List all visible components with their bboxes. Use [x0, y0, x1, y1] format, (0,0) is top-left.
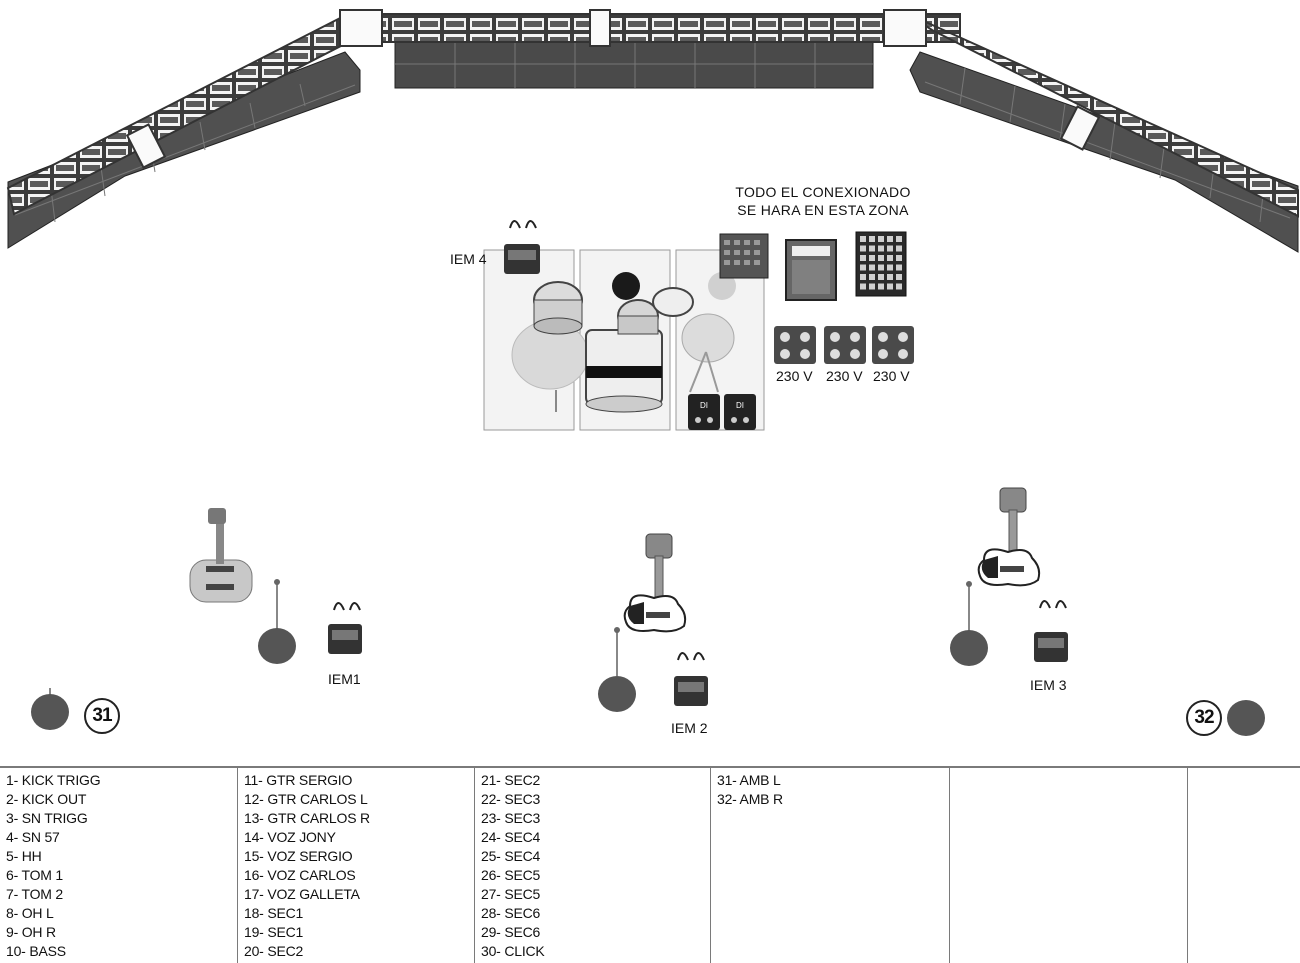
channel-entry: 31- AMB L [717, 772, 781, 788]
ambient-mic-left-number: 31 [84, 698, 120, 734]
channel-entry: 3- SN TRIGG [6, 810, 88, 826]
channel-entry: 1- KICK TRIGG [6, 772, 101, 788]
channel-entry: 12- GTR CARLOS L [244, 791, 368, 807]
connection-zone-note-line1: TODO EL CONEXIONADO [735, 184, 911, 200]
channel-entry: 16- VOZ CARLOS [244, 867, 356, 883]
svg-text:DI: DI [700, 401, 708, 410]
channel-entry: 26- SEC5 [481, 867, 541, 883]
channel-entry: 29- SEC6 [481, 924, 541, 940]
drum-kit [511, 272, 736, 413]
led-wall-right [909, 51, 1299, 253]
channel-column-3: 21- SEC2 22- SEC3 23- SEC3 24- SEC4 25- SEC4… [474, 768, 710, 963]
channel-column-4: 31- AMB L 32- AMB R [710, 768, 949, 963]
channel-column-1: 1- KICK TRIGG 2- KICK OUT 3- SN TRIGG 4- SN… [0, 768, 237, 963]
channel-entry: 28- SEC6 [481, 905, 541, 921]
ambient-mic-left [31, 688, 69, 730]
drum-pad [855, 231, 907, 297]
bass-guitar [189, 508, 253, 603]
iem-pack-4 [504, 220, 540, 274]
mic-stand-2 [598, 627, 636, 712]
channel-entry: 13- GTR CARLOS R [244, 810, 370, 826]
power-strip-2 [824, 326, 866, 364]
channel-entry: 14- VOZ JONY [244, 829, 336, 845]
channel-entry: 20- SEC2 [244, 943, 304, 959]
channel-column-6 [1187, 768, 1300, 963]
power-label-1: 230 V [776, 368, 813, 384]
channel-entry: 5- HH [6, 848, 42, 864]
channel-entry: 19- SEC1 [244, 924, 304, 940]
iem-3-label: IEM 3 [1030, 677, 1067, 693]
channel-entry: 22- SEC3 [481, 791, 541, 807]
channel-entry: 11- GTR SERGIO [244, 772, 353, 788]
power-label-2: 230 V [826, 368, 863, 384]
mic-stand-3 [950, 581, 988, 666]
power-label-3: 230 V [873, 368, 910, 384]
channel-entry: 2- KICK OUT [6, 791, 87, 807]
channel-entry: 30- CLICK [481, 943, 545, 959]
channel-entry: 23- SEC3 [481, 810, 541, 826]
led-wall-center [394, 39, 874, 89]
iem-pack-2 [674, 652, 708, 706]
power-strip-3 [872, 326, 914, 364]
power-strip-1 [774, 326, 816, 364]
iem-2-label: IEM 2 [671, 720, 708, 736]
connection-zone-note: TODO EL CONEXIONADO SE HARA EN ESTA ZONA [718, 183, 928, 219]
channel-entry: 10- BASS [6, 943, 66, 959]
channel-column-5 [949, 768, 1187, 963]
channel-entry: 18- SEC1 [244, 905, 304, 921]
iem-pack-3 [1034, 600, 1068, 662]
channel-column-2: 11- GTR SERGIO 12- GTR CARLOS L 13- GTR CA… [237, 768, 474, 963]
channel-entry: 25- SEC4 [481, 848, 541, 864]
bass-amp [785, 239, 837, 301]
ambient-mic-right-number: 32 [1186, 700, 1222, 736]
di-boxes: DI DI [688, 394, 756, 430]
svg-text:DI: DI [736, 401, 744, 410]
connection-zone-note-line2: SE HARA EN ESTA ZONA [737, 202, 909, 218]
channel-entry: 27- SEC5 [481, 886, 541, 902]
guitar-center [623, 533, 687, 633]
mic-stand-1 [258, 579, 296, 664]
channel-entry: 8- OH L [6, 905, 54, 921]
channel-entry: 21- SEC2 [481, 772, 541, 788]
ambient-mic-right [1227, 700, 1265, 736]
iem-4-label: IEM 4 [450, 251, 487, 267]
led-wall-left [7, 51, 361, 249]
stagebox [719, 233, 769, 279]
truss [6, 9, 1299, 218]
channel-entry: 17- VOZ GALLETA [244, 886, 360, 902]
channel-entry: 4- SN 57 [6, 829, 60, 845]
guitar-right [977, 487, 1041, 587]
channel-entry: 7- TOM 2 [6, 886, 64, 902]
channel-entry: 32- AMB R [717, 791, 783, 807]
channel-entry: 24- SEC4 [481, 829, 541, 845]
channel-entry: 9- OH R [6, 924, 56, 940]
iem-1-label: IEM1 [328, 671, 361, 687]
iem-pack-1 [328, 602, 362, 654]
channel-list-table: 1- KICK TRIGG 2- KICK OUT 3- SN TRIGG 4- SN… [0, 766, 1300, 963]
channel-entry: 15- VOZ SERGIO [244, 848, 353, 864]
channel-entry: 6- TOM 1 [6, 867, 64, 883]
